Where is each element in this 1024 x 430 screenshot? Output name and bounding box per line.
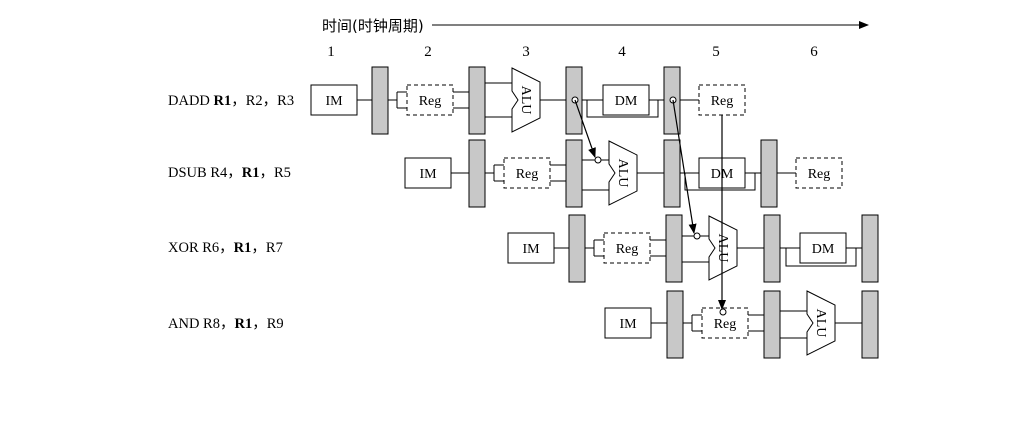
pipeline-row-dsub: IM Reg ALU DM Reg [404,139,843,208]
reg-label: Reg [714,317,737,332]
pipeline-register [763,290,781,359]
alu-label: ALU [813,309,828,338]
reg-label: Reg [711,94,734,109]
reg-box [406,84,454,116]
dm-box [799,232,847,264]
im-box [604,307,652,339]
reg-box [795,157,843,189]
reg-box [603,232,651,264]
reg-label: Reg [419,94,442,109]
reg-box [503,157,551,189]
cycle-label: 4 [618,44,626,60]
instruction-label-dadd: DADD R1，R2，R3 [168,93,294,109]
cycle-label: 2 [424,44,432,60]
pipeline-register [861,214,879,283]
pipeline-register [468,66,486,135]
instruction-label-dsub: DSUB R4，R1，R5 [168,165,291,181]
alu-label: ALU [615,159,630,188]
dm-label: DM [812,242,835,257]
reg-label: Reg [616,242,639,257]
instruction-label-and: AND R8，R1，R9 [168,316,284,332]
forward-arrow-dm-to-xor [672,99,697,234]
im-label: IM [522,242,540,257]
cycle-label: 3 [522,44,530,60]
alu-box [708,215,738,281]
reg-label: Reg [516,167,539,182]
instruction-label-xor: XOR R6，R1，R7 [168,240,283,256]
im-label: IM [325,94,343,109]
cycle-label: 5 [712,44,720,60]
pipeline-row-xor: IM Reg ALU DM [507,214,879,283]
pipeline-register [468,139,486,208]
cycle-label: 6 [810,44,818,60]
im-label: IM [619,317,637,332]
forward-arrow-alu-to-dsub [574,99,596,158]
pipeline-register [565,139,583,208]
alu-box [511,67,541,133]
pipeline-register [760,139,778,208]
cycle-label: 1 [327,44,335,60]
pipeline-row-dadd: IM Reg ALU DM Reg [310,66,746,135]
pipeline-register [763,214,781,283]
pipeline-row-and: IM Reg ALU [604,290,879,359]
im-label: IM [419,167,437,182]
pipeline-register [663,139,681,208]
reg-label: Reg [808,167,831,182]
pipeline-register [371,66,389,135]
alu-box [608,140,638,206]
pipeline-register [568,214,586,283]
pipeline-register [665,214,683,283]
pipeline-register [861,290,879,359]
alu-label: ALU [518,86,533,115]
time-axis-label: 时间(时钟周期) [322,17,424,35]
dm-box [602,84,650,116]
im-box [404,157,452,189]
pipeline-register [666,290,684,359]
alu-box [806,290,836,356]
dm-label: DM [615,94,638,109]
